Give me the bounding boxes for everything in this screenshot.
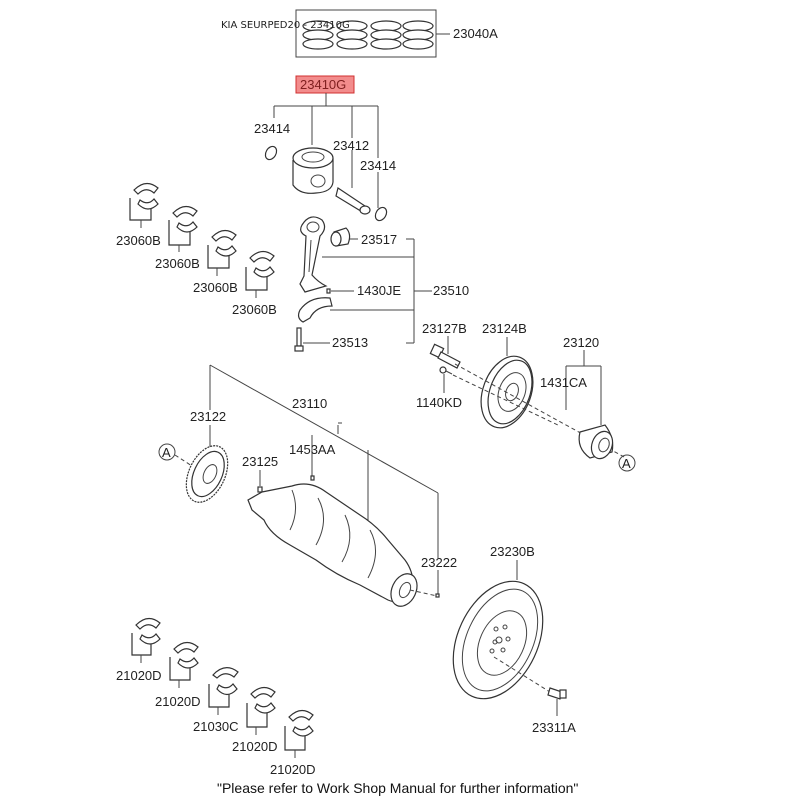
svg-text:A: A	[162, 445, 171, 460]
snap-ring-left[interactable]	[263, 144, 279, 161]
plug-1453aa[interactable]	[310, 475, 315, 481]
part-label-21020d-1[interactable]: 21020D	[116, 668, 162, 683]
pin-part[interactable]	[326, 288, 331, 294]
main-bearing-3[interactable]	[246, 686, 276, 728]
rod-bearing-3[interactable]	[207, 229, 237, 269]
highlighted-part-23410g[interactable]: 23410G	[295, 75, 355, 94]
part-label-21020d-3[interactable]: 21020D	[232, 739, 278, 754]
diagram-title: KIA SEURPED20 - 23410G	[221, 20, 350, 31]
part-label-23110[interactable]: 23110	[292, 396, 327, 411]
part-label-23517[interactable]: 23517	[361, 232, 397, 247]
part-label-21020d-2[interactable]: 21020D	[155, 694, 201, 709]
thrust-bearing[interactable]	[208, 667, 239, 708]
part-label-23122[interactable]: 23122	[190, 409, 226, 424]
part-label-23060b-3[interactable]: 23060B	[193, 280, 238, 295]
part-label-23414-right[interactable]: 23414	[360, 158, 396, 173]
ref-mark-a-left: A	[158, 443, 176, 461]
main-bearing-1[interactable]	[131, 617, 161, 656]
part-label-23414-left[interactable]: 23414	[254, 121, 290, 136]
crank-sprocket[interactable]	[578, 424, 616, 462]
flywheel[interactable]	[436, 567, 561, 713]
part-label-23230b[interactable]: 23230B	[490, 544, 535, 559]
part-label-23412[interactable]: 23412	[333, 138, 369, 153]
svg-text:A: A	[622, 456, 631, 471]
part-label-23060b-4[interactable]: 23060B	[232, 302, 277, 317]
main-bearing-2[interactable]	[169, 641, 199, 681]
rod-bearing-4[interactable]	[245, 250, 275, 291]
part-label-23120[interactable]: 23120	[563, 335, 599, 350]
part-label-1140kd[interactable]: 1140KD	[416, 395, 462, 410]
flywheel-bolt[interactable]	[547, 687, 567, 700]
connecting-rod[interactable]	[299, 216, 328, 293]
piston-pin[interactable]	[335, 187, 371, 215]
bolt-1140kd[interactable]	[439, 366, 453, 375]
snap-ring-right[interactable]	[373, 205, 389, 222]
part-label-23311a[interactable]: 23311A	[532, 720, 576, 735]
ref-mark-a-right: A	[618, 454, 636, 472]
part-label-21030c[interactable]: 21030C	[193, 719, 239, 734]
part-label-23125[interactable]: 23125	[242, 454, 278, 469]
rod-cap[interactable]	[297, 297, 333, 323]
piston-ring-set[interactable]	[295, 9, 437, 58]
rod-bearing-2[interactable]	[168, 205, 198, 246]
part-label-23060b-2[interactable]: 23060B	[155, 256, 200, 271]
part-label-23060b-1[interactable]: 23060B	[116, 233, 161, 248]
part-label-1431ca[interactable]: 1431CA	[540, 375, 587, 390]
part-label-1430je[interactable]: 1430JE	[357, 283, 401, 298]
highlighted-part-label[interactable]: 23410G	[300, 77, 346, 92]
main-bearing-4[interactable]	[284, 709, 314, 751]
part-label-21020d-4[interactable]: 21020D	[270, 762, 316, 777]
part-label-23124b[interactable]: 23124B	[482, 321, 527, 336]
pin-23222[interactable]	[435, 593, 440, 598]
rod-bushing[interactable]	[330, 227, 351, 247]
part-label-23222[interactable]: 23222	[421, 555, 457, 570]
part-label-23513[interactable]: 23513	[332, 335, 368, 350]
piston[interactable]	[292, 147, 334, 194]
pulley-bolt[interactable]	[429, 343, 461, 369]
part-label-23040a[interactable]: 23040A	[453, 26, 498, 41]
footer-note: "Please refer to Work Shop Manual for fu…	[217, 780, 578, 796]
part-label-23510[interactable]: 23510	[433, 283, 469, 298]
rod-bolt[interactable]	[294, 327, 304, 352]
damper-pulley[interactable]	[472, 349, 542, 435]
crankshaft[interactable]	[247, 483, 422, 610]
key-23125[interactable]	[257, 486, 263, 493]
rod-bearing-1[interactable]	[129, 182, 159, 221]
sensor-wheel[interactable]	[178, 439, 236, 509]
part-label-23127b[interactable]: 23127B	[422, 321, 467, 336]
part-label-1453aa[interactable]: 1453AA	[289, 442, 336, 457]
